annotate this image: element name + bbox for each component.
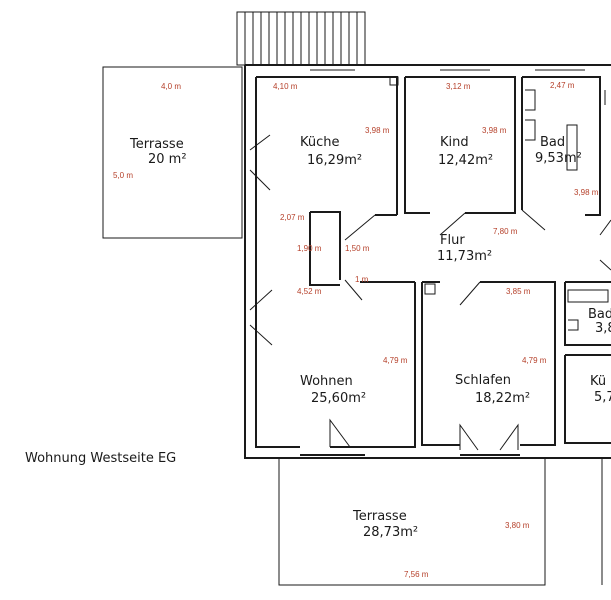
staircase — [236, 11, 366, 66]
dimension-label: 3,98 m — [574, 188, 599, 197]
dimension-label: 5,0 m — [113, 171, 133, 180]
dimension-label: 4,79 m — [522, 356, 547, 365]
room-area-kueche-east: 5,7 — [594, 390, 611, 405]
dimension-label: 7,56 m — [404, 570, 429, 579]
room-name-kueche: Küche — [300, 135, 340, 150]
room-area-kind: 12,42m² — [438, 153, 493, 168]
dimension-labels: 4,0 m 5,0 m 4,10 m 3,98 m 3,12 m 3,98 m … — [113, 81, 599, 579]
room-name-bad: Bad — [540, 135, 565, 150]
room-area-kueche: 16,29m² — [307, 153, 362, 168]
room-name-kind: Kind — [440, 135, 469, 150]
walls — [244, 64, 611, 459]
plan-title: Wohnung Westseite EG — [25, 451, 176, 466]
room-area-terrasse-west: 20 m² — [148, 152, 187, 167]
dimension-label: 7,80 m — [493, 227, 518, 236]
dimension-label: 4,10 m — [273, 82, 298, 91]
room-area-wohnen: 25,60m² — [311, 391, 366, 406]
room-area-bad: 9,53m² — [535, 151, 582, 166]
dimension-label: 3,98 m — [365, 126, 390, 135]
dimension-label: 1 m — [355, 275, 369, 284]
room-name-kueche-east: Kü — [590, 374, 606, 389]
dimension-label: 4,0 m — [161, 82, 181, 91]
room-name-terrasse-sued: Terrasse — [352, 509, 407, 524]
dimension-label: 1,50 m — [345, 244, 370, 253]
dimension-label: 4,79 m — [383, 356, 408, 365]
room-name-schlafen: Schlafen — [455, 373, 511, 388]
room-name-bad-east: Bad — [588, 307, 611, 322]
dimension-label: 3,80 m — [505, 521, 530, 530]
room-name-flur: Flur — [440, 233, 465, 248]
room-name-terrasse-west: Terrasse — [129, 137, 184, 152]
terrace-west — [102, 66, 243, 239]
dimension-label: 2,47 m — [550, 81, 575, 90]
room-area-schlafen: 18,22m² — [475, 391, 530, 406]
room-area-bad-east: 3,8 — [595, 321, 611, 336]
room-name-wohnen: Wohnen — [300, 374, 353, 389]
terrace-south — [278, 457, 603, 586]
dimension-label: 3,12 m — [446, 82, 471, 91]
room-area-terrasse-sued: 28,73m² — [363, 525, 418, 540]
dimension-label: 3,85 m — [506, 287, 531, 296]
dimension-label: 4,52 m — [297, 287, 322, 296]
room-area-flur: 11,73m² — [437, 249, 492, 264]
dimension-label: 1,90 m — [297, 244, 322, 253]
dimension-label: 3,98 m — [482, 126, 507, 135]
dimension-label: 2,07 m — [280, 213, 305, 222]
